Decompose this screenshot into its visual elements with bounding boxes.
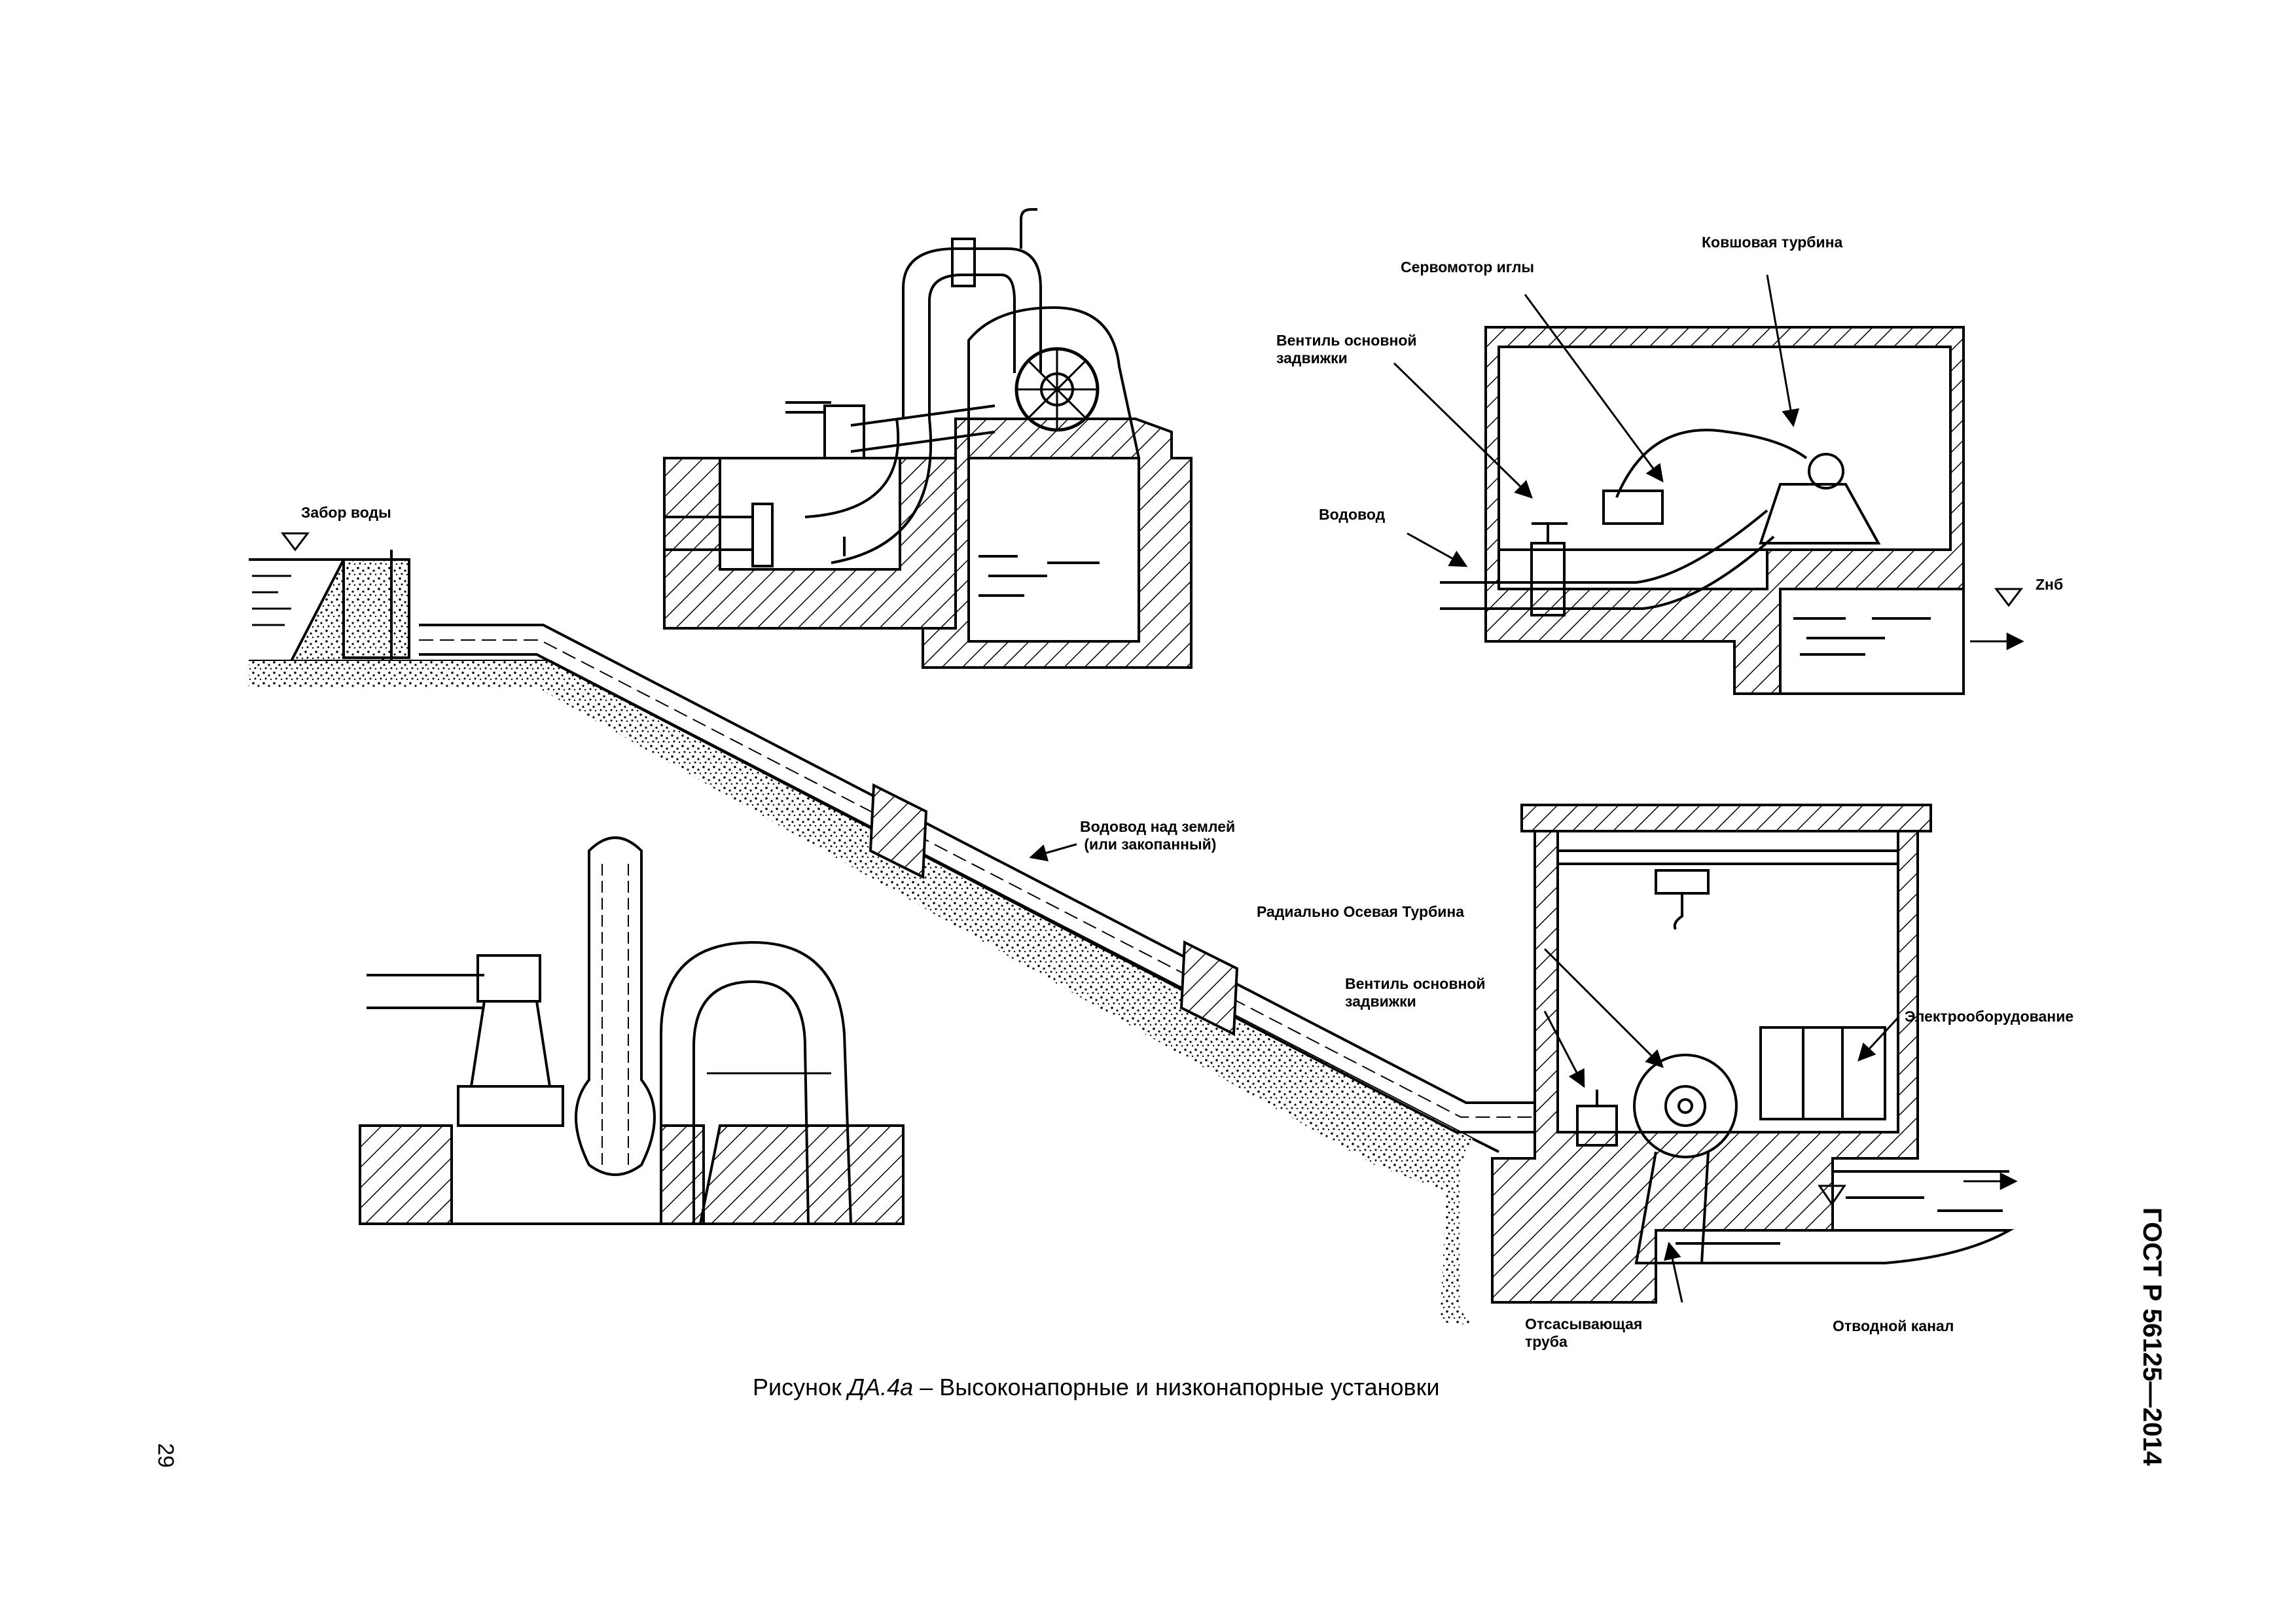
headwater-level-marker xyxy=(280,532,310,552)
label-water-intake: Забор воды xyxy=(301,504,391,521)
label-conduit-top: Водовод xyxy=(1319,506,1386,523)
label-tailrace: Отводной канал xyxy=(1833,1317,1954,1334)
francis-powerhouse xyxy=(1491,804,2015,1304)
caption-figure-id: ДА.4а xyxy=(848,1374,914,1400)
pelton-shaft xyxy=(1808,453,1844,490)
label-tailwater-level: Zнб xyxy=(2036,576,2064,593)
label-draft-tube: Отсасывающая труба xyxy=(1525,1315,1643,1350)
caption-text: – Высоконапорные и низконапорные установ… xyxy=(913,1374,1440,1400)
caption-prefix: Рисунок xyxy=(753,1374,848,1400)
tailwater-marker-bottom xyxy=(1818,1185,1846,1206)
figure-caption: Рисунок ДА.4а – Высоконапорные и низкона… xyxy=(753,1373,1440,1402)
electrical-cabinet xyxy=(1759,1026,1886,1120)
label-radial-axial-turbine: Радиально Осевая Турбина xyxy=(1257,903,1465,920)
francis-turbine xyxy=(1633,1054,1738,1158)
pelton-unit-detail xyxy=(663,208,1193,669)
label-needle-servomotor: Сервомотор иглы xyxy=(1401,259,1535,276)
tailwater-marker-top xyxy=(1994,588,2024,607)
label-pelton-turbine: Ковшовая турбина xyxy=(1702,234,1843,251)
label-main-valve-top: Вентиль основной задвижки xyxy=(1276,332,1417,366)
label-electrical-equipment: Электрооборудование xyxy=(1905,1008,2074,1025)
low-head-turbine-section xyxy=(359,836,905,1225)
pelton-powerhouse xyxy=(1440,326,1965,695)
page-number: 29 xyxy=(153,1443,178,1468)
label-main-valve-bottom: Вентиль основной задвижки xyxy=(1345,975,1486,1010)
label-penstock: Водовод над землей (или закопанный) xyxy=(1080,818,1236,853)
leader-lines xyxy=(1029,274,1899,1303)
standard-id: ГОСТ Р 56125—2014 xyxy=(2138,1207,2166,1466)
